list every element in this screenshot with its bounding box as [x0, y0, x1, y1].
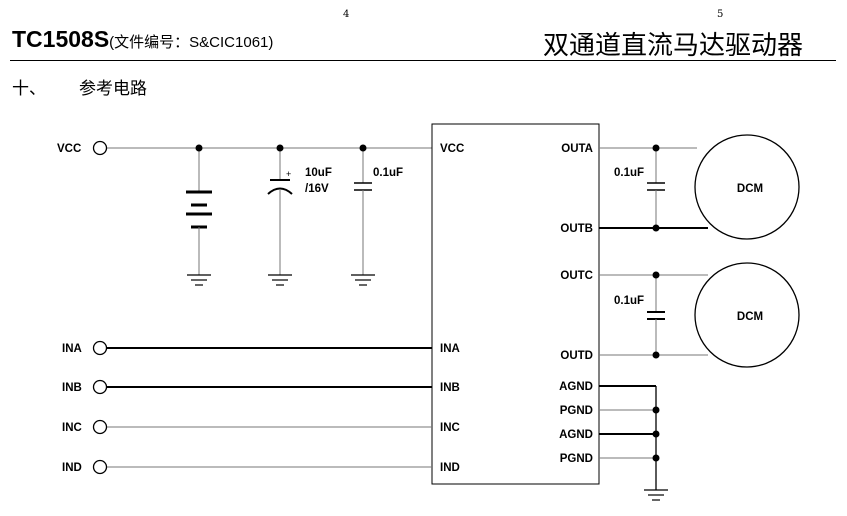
section-number: 十、: [12, 79, 46, 99]
section-title: 参考电路: [79, 79, 147, 99]
input-terminal-label-inb: INB: [62, 382, 82, 394]
input-terminal-label-ina: INA: [62, 343, 82, 355]
ic-pin-label-pgnd-1: PGND: [560, 405, 593, 417]
ic-pin-label-outd: OUTD: [560, 350, 593, 362]
product-title: 双通道直流马达驱动器: [542, 31, 803, 61]
electrolytic-cap-polarity: +: [286, 169, 291, 179]
ic-pin-label-outa: OUTA: [561, 143, 593, 155]
ic-pin-label-pgnd-2: PGND: [560, 453, 593, 465]
motor-a-cap-value: 0.1uF: [614, 167, 644, 179]
input-terminal-label-ind: IND: [62, 462, 82, 474]
document-code: (文件编号：S&CIC1061): [109, 34, 274, 51]
input-terminal-label-inc: INC: [62, 422, 82, 434]
ic-pin-label-agnd-1: AGND: [559, 381, 593, 393]
document-header-title: TC1508S(文件编号：S&CIC1061): [12, 26, 273, 53]
part-number: TC1508S: [12, 26, 110, 52]
electrolytic-cap-value: 10uF: [305, 167, 332, 179]
ic-pin-label-inc: INC: [440, 422, 460, 434]
decoupling-cap-value: 0.1uF: [373, 167, 403, 179]
ic-pin-label-outc: OUTC: [560, 270, 593, 282]
motor-b-cap-value: 0.1uF: [614, 295, 644, 307]
header-divider: [10, 60, 836, 61]
electrolytic-cap-voltage: /16V: [305, 183, 329, 195]
ic-pin-label-ina: INA: [440, 343, 460, 355]
ic-pin-label-ind: IND: [440, 462, 460, 474]
ic-pin-label-outb: OUTB: [560, 223, 593, 235]
ic-pin-label-agnd-2: AGND: [559, 429, 593, 441]
vcc-terminal-label: VCC: [57, 143, 81, 155]
motor-b-label: DCM: [737, 311, 763, 323]
page-number-right: 5: [717, 9, 724, 20]
ic-pin-label-vcc: VCC: [440, 143, 464, 155]
page-number-left: 4: [343, 9, 350, 20]
ic-pin-label-inb: INB: [440, 382, 460, 394]
motor-a-label: DCM: [737, 183, 763, 195]
section-heading: 十、 参考电路: [12, 74, 147, 99]
